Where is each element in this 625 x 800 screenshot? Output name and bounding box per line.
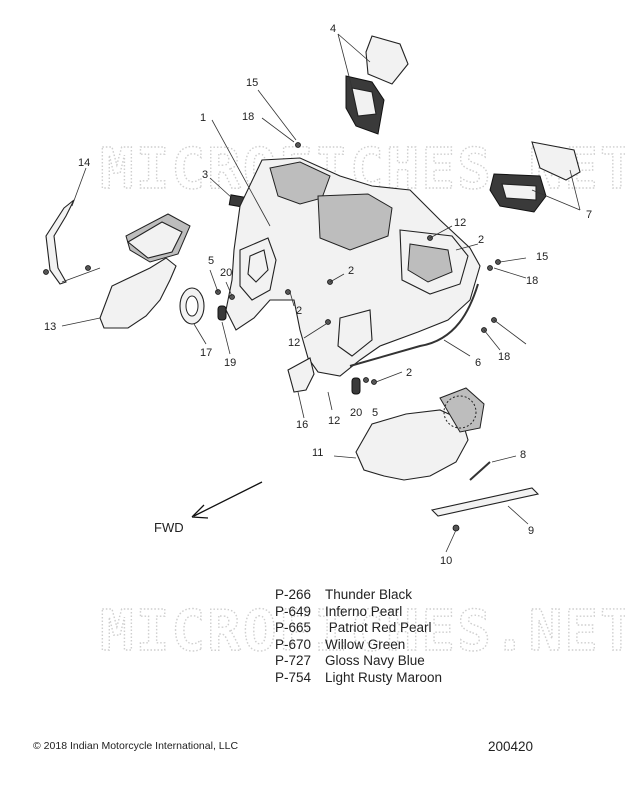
callout-8: 8	[520, 449, 526, 461]
callout-2: 2	[296, 305, 302, 317]
part-10-bolt	[452, 524, 460, 532]
part-13-lower-panel	[99, 213, 191, 329]
paint-code: P-266	[275, 587, 312, 602]
paint-code: P-754	[275, 669, 312, 685]
fwd-label: FWD	[154, 520, 184, 535]
callout-1: 1	[200, 112, 206, 124]
copyright-icon: ©	[33, 740, 41, 752]
paint-code-row: P-266 Thunder Black	[275, 587, 442, 604]
callout-2: 2	[348, 265, 354, 277]
callout-11: 11	[312, 447, 323, 459]
callout-2: 2	[406, 367, 412, 379]
part-1-inner-fairing	[225, 157, 481, 377]
leader-lines	[61, 33, 581, 553]
part-8-link	[469, 461, 491, 481]
callout-5: 5	[208, 255, 214, 267]
paint-code-row: P-670 Willow Green	[275, 637, 442, 654]
paint-code-row: P-649 Inferno Pearl	[275, 604, 442, 621]
callout-18: 18	[526, 275, 538, 287]
paint-name: Light Rusty Maroon	[325, 669, 443, 685]
paint-name: Gloss Navy Blue	[325, 653, 425, 668]
callout-7: 7	[586, 209, 592, 221]
callout-12: 12	[288, 337, 300, 349]
part-9-rod	[430, 487, 540, 517]
paint-code: P-727	[275, 653, 312, 668]
part-6-trim	[349, 283, 479, 367]
callout-15: 15	[536, 251, 548, 263]
callout-12: 12	[328, 415, 340, 427]
callout-15: 15	[246, 77, 258, 89]
callout-6: 6	[475, 357, 481, 369]
callout-9: 9	[528, 525, 534, 537]
callout-17: 17	[200, 347, 212, 359]
part-17-ring	[179, 287, 205, 325]
paint-code-row: P-665 Patriot Red Pearl	[275, 620, 442, 637]
copyright-notice: © 2018 Indian Motorcycle International, …	[33, 740, 238, 752]
paint-code-list: P-266 Thunder Black P-649 Inferno Pearl P-…	[275, 587, 442, 686]
callout-18: 18	[242, 111, 254, 123]
paint-name: Willow Green	[325, 636, 406, 652]
callout-14: 14	[78, 157, 90, 169]
paint-code: P-665	[275, 620, 312, 635]
callout-13: 13	[44, 321, 56, 333]
paint-code: P-649	[275, 603, 312, 619]
callout-16: 16	[296, 419, 308, 431]
part-16-bracket	[287, 357, 315, 393]
callout-12: 12	[454, 217, 466, 229]
part-14-rod	[43, 199, 101, 285]
diagram-number: 200420	[488, 739, 534, 754]
callout-2: 2	[478, 234, 484, 246]
callout-10: 10	[440, 555, 452, 567]
part-11-lower-panel	[355, 387, 485, 481]
callout-4: 4	[330, 23, 336, 35]
callout-19: 19	[224, 357, 236, 369]
part-7-door	[489, 141, 581, 213]
callout-5: 5	[372, 407, 378, 419]
callout-20: 20	[220, 267, 232, 279]
paint-name: Thunder Black	[325, 587, 413, 602]
part-4-door	[345, 35, 409, 135]
watermark-bottom: MICROFICHES.NET	[100, 599, 625, 664]
callout-18: 18	[498, 351, 510, 363]
callout-3: 3	[202, 169, 208, 181]
part-19-grommet	[217, 305, 227, 321]
paint-name: Patriot Red Pearl	[325, 620, 432, 635]
paint-code: P-670	[275, 636, 312, 652]
paint-name: Inferno Pearl	[325, 603, 403, 619]
paint-code-row: P-727 Gloss Navy Blue	[275, 653, 442, 670]
paint-code-row: P-754 Light Rusty Maroon	[275, 670, 442, 687]
callout-20: 20	[350, 407, 362, 419]
forward-arrow-icon	[191, 481, 263, 519]
callouts: 1 2 2 2 2 3 4 5 5 6 7 8 9 10 11 12 12 12…	[44, 23, 592, 567]
part-20-grommet-lower	[351, 377, 361, 395]
copyright-text: 2018 Indian Motorcycle International, LL…	[43, 740, 239, 752]
